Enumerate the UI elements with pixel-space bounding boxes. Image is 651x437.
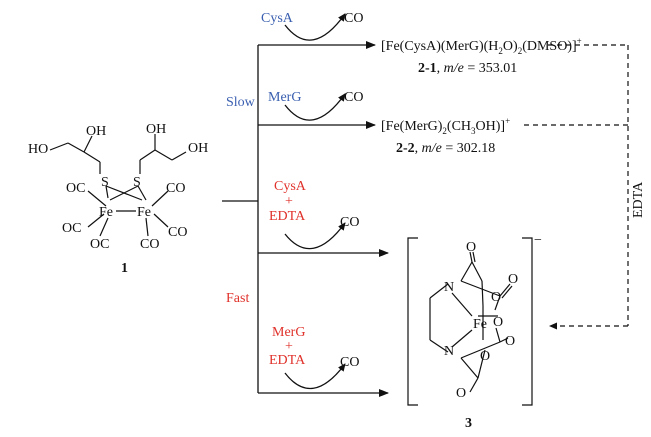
co-byproduct-4: CO	[340, 355, 359, 370]
reagent-3-line-1: CysA	[274, 179, 307, 194]
p3-o-bottom-1: O	[480, 349, 490, 364]
oh-right-top-label: OH	[146, 122, 166, 137]
product-2-1-caption: 2-1, m/e = 353.01	[418, 61, 517, 76]
co-label-1: OC	[66, 181, 85, 196]
reagent-3-line-2: +	[285, 194, 293, 209]
rate-label-fast: Fast	[226, 291, 249, 306]
ho-left-label: HO	[28, 142, 48, 157]
edta-dashed-path	[524, 44, 629, 330]
reactant-1	[49, 134, 187, 237]
p3-o-top: O	[466, 240, 476, 255]
co-label-2: CO	[166, 181, 185, 196]
co-label-3: OC	[62, 221, 81, 236]
co-byproduct-2: CO	[344, 90, 363, 105]
product-2-2-formula: [Fe(MerG)2(CH3OH)]+	[381, 116, 510, 136]
compound-3-number: 3	[465, 416, 472, 431]
co-byproduct-1: CO	[344, 11, 363, 26]
product-3-structure	[407, 237, 533, 406]
p3-n-bottom: N	[444, 344, 454, 359]
p3-n-top: N	[444, 280, 454, 295]
p3-fe: Fe	[473, 317, 487, 332]
branch-lines	[222, 13, 389, 397]
s-right-label: S	[133, 175, 141, 190]
p3-o-right-4: O	[505, 334, 515, 349]
oh-right-label: OH	[188, 141, 208, 156]
co-byproduct-3: CO	[340, 215, 359, 230]
reagent-1-label: CysA	[261, 11, 294, 26]
reagent-3-line-3: EDTA	[269, 209, 306, 224]
p3-o-right-3: O	[493, 315, 503, 330]
edta-label: EDTA	[631, 181, 646, 218]
s-left-label: S	[101, 175, 109, 190]
product-2-2-caption: 2-2, m/e = 302.18	[396, 141, 495, 156]
p3-o-right-2: O	[491, 290, 501, 305]
p3-charge: −	[534, 233, 542, 248]
co-label-5: OC	[90, 237, 109, 252]
oh-left-top-label: OH	[86, 124, 106, 139]
rate-label-slow: Slow	[226, 95, 256, 110]
reagent-4-line-3: EDTA	[269, 353, 306, 368]
reagent-2-label: MerG	[268, 90, 301, 105]
p3-o-right-1: O	[508, 272, 518, 287]
p3-o-bottom-2: O	[456, 386, 466, 401]
product-2-1-formula: [Fe(CysA)(MerG)(H2O)2(DMSO)]+	[381, 36, 582, 56]
co-label-4: CO	[168, 225, 187, 240]
fe-right-label: Fe	[137, 205, 151, 220]
co-label-6: CO	[140, 237, 159, 252]
reagent-4-line-2: +	[285, 339, 293, 354]
reagent-4-line-1: MerG	[272, 325, 305, 340]
compound-1-number: 1	[121, 261, 128, 276]
fe-left-label: Fe	[99, 205, 113, 220]
